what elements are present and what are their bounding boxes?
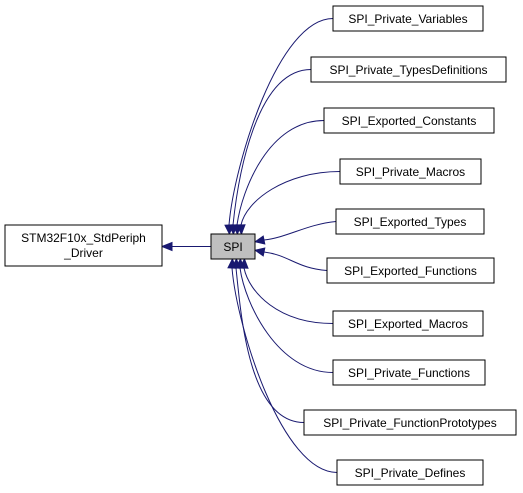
child-node-4[interactable]: SPI_Private_Macros — [339, 158, 482, 185]
child-node-label: SPI_Exported_Macros — [348, 317, 468, 331]
edge-2 — [232, 69, 312, 226]
edge-5 — [263, 221, 337, 241]
child-node-7[interactable]: SPI_Exported_Macros — [332, 310, 484, 337]
child-node-label: SPI_Private_Functions — [348, 366, 470, 380]
child-node-box[interactable] — [332, 5, 484, 32]
child-node-10[interactable]: SPI_Private_Defines — [336, 459, 484, 486]
center-node-label: SPI — [223, 240, 242, 254]
child-nodes: SPI_Private_VariablesSPI_Private_TypesDe… — [303, 5, 517, 486]
edge-to-parent-arrowhead — [160, 241, 173, 252]
child-node-label: SPI_Private_Macros — [356, 165, 465, 179]
child-node-label: SPI_Exported_Types — [354, 215, 467, 229]
child-node-3[interactable]: SPI_Exported_Constants — [323, 107, 495, 134]
child-node-box[interactable] — [339, 158, 482, 185]
center-node: SPI — [210, 233, 256, 260]
child-node-box[interactable] — [332, 359, 486, 386]
edge-3 — [236, 120, 325, 226]
edge-8 — [239, 267, 334, 373]
edge-arrowhead-5 — [253, 235, 266, 245]
child-node-label: SPI_Exported_Constants — [342, 114, 477, 128]
edge-9 — [235, 267, 305, 423]
child-node-box[interactable] — [332, 310, 484, 337]
child-node-label: SPI_Private_TypesDefinitions — [329, 63, 487, 77]
child-node-2[interactable]: SPI_Private_TypesDefinitions — [310, 56, 507, 83]
child-node-5[interactable]: SPI_Exported_Types — [335, 208, 485, 235]
child-node-box[interactable] — [323, 107, 495, 134]
parent-node[interactable]: STM32F10x_StdPeriph _Driver — [4, 224, 163, 267]
parent-node-label-line-2: _Driver — [63, 246, 103, 260]
child-node-box[interactable] — [326, 257, 495, 284]
child-node-8[interactable]: SPI_Private_Functions — [332, 359, 486, 386]
child-node-label: SPI_Private_Variables — [348, 12, 467, 26]
edge-arrowhead-4 — [236, 224, 246, 236]
child-node-box[interactable] — [303, 409, 517, 436]
edge-6 — [263, 251, 328, 271]
child-node-9[interactable]: SPI_Private_FunctionPrototypes — [303, 409, 517, 436]
child-node-6[interactable]: SPI_Exported_Functions — [326, 257, 495, 284]
edge-arrowhead-10 — [227, 257, 237, 269]
edge-1 — [228, 18, 334, 226]
edge-arrowhead-6 — [253, 247, 266, 257]
child-node-box[interactable] — [310, 56, 507, 83]
graph-edges — [160, 18, 341, 473]
edge-10 — [231, 267, 338, 473]
edge-4 — [240, 171, 341, 226]
child-node-label: SPI_Private_Defines — [355, 466, 466, 480]
child-node-box[interactable] — [336, 459, 484, 486]
child-node-label: SPI_Private_FunctionPrototypes — [323, 416, 496, 430]
child-node-box[interactable] — [335, 208, 485, 235]
parent-node-label-line-1: STM32F10x_StdPeriph — [21, 231, 146, 245]
child-node-label: SPI_Exported_Functions — [344, 264, 477, 278]
edge-7 — [243, 267, 334, 324]
parent-node-box[interactable] — [4, 224, 163, 267]
child-node-1[interactable]: SPI_Private_Variables — [332, 5, 484, 32]
center-node-box — [210, 233, 256, 260]
